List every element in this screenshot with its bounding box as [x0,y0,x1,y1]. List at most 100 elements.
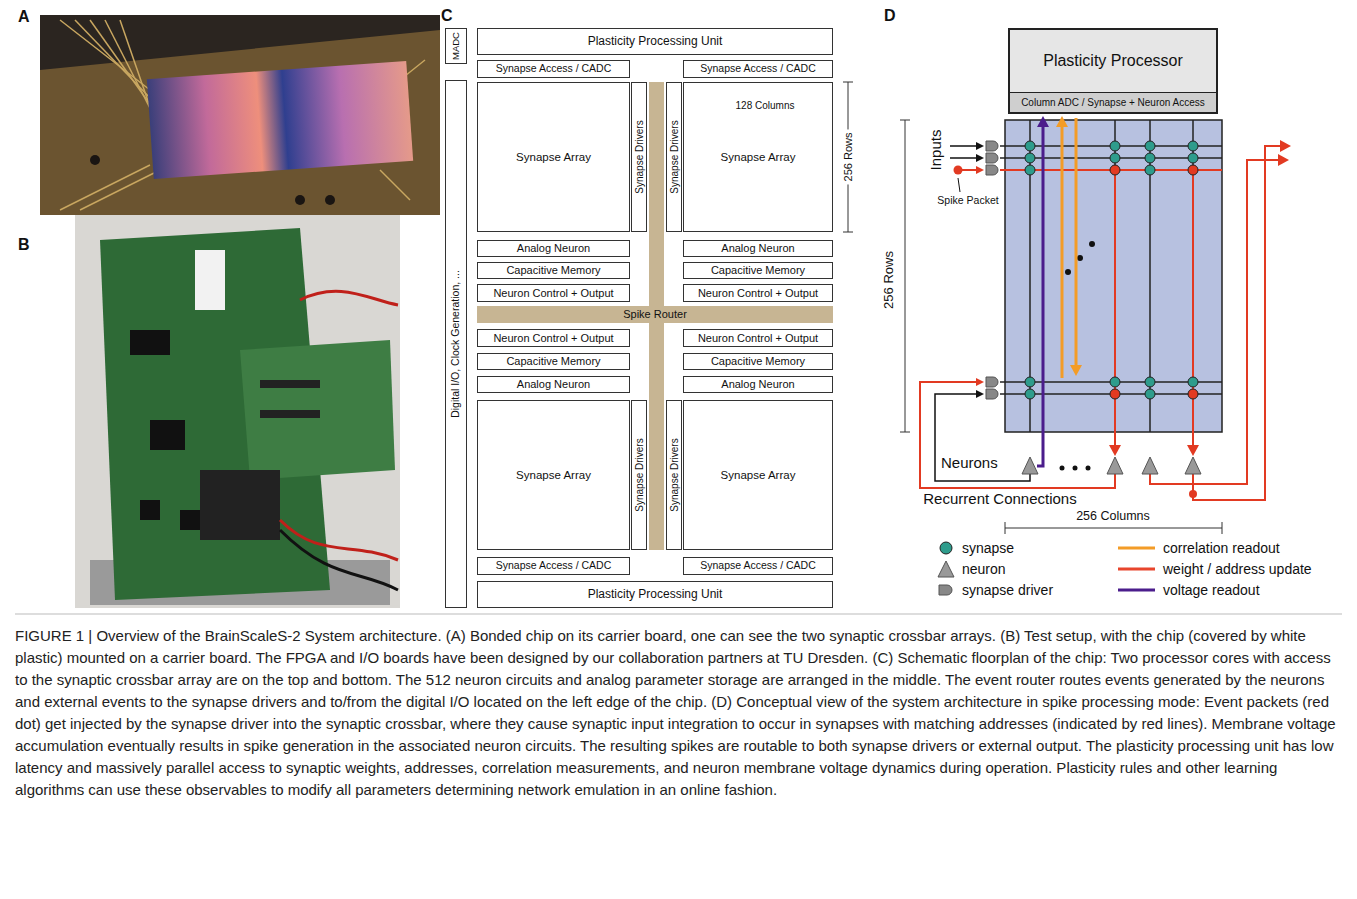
art-rect [260,380,320,388]
art-path [1037,126,1043,466]
panel-letter: A [18,8,30,26]
node-text: Synapse Access / CADC [496,560,612,572]
figure-caption: FIGURE 1 | Overview of the BrainScaleS-2… [15,625,1342,801]
art-line [1192,170,1194,446]
block-box: Neuron Control + Output [683,329,833,347]
art-g [1000,170,1222,446]
caption-rule [15,614,1342,615]
art-polygon [976,378,984,386]
art-line [1005,522,1006,534]
driver-box: Synapse Drivers [631,82,647,232]
photo-setup [75,215,400,608]
art-path [300,291,398,305]
art-circle [1145,153,1155,163]
art-circle [1145,389,1155,399]
art-circle [1110,141,1120,151]
art-line [843,232,853,233]
art-polygon [1070,365,1082,376]
art-g [935,146,1030,481]
block-box: Synapse Access / CADC [477,60,630,78]
art-g [986,141,998,399]
art-polygon [1185,457,1201,474]
block-box: Synapse Access / CADC [477,557,630,575]
access-strip: Column ADC / Synapse + Neuron Access [1010,92,1216,112]
node-text: Synapse Array [516,469,591,482]
node-text: MADC [451,32,461,60]
legend-text: correlation readout [1163,540,1280,556]
art-line [958,178,960,192]
art-circle [1189,490,1197,498]
art-g [1025,141,1198,399]
art-line [1005,528,1222,529]
art-circle [1110,153,1120,163]
annotation-label: Recurrent Connections [923,490,1076,507]
node-text: Analog Neuron [517,242,590,254]
node-text: Neuron Control + Output [493,287,613,299]
art-circle [1025,377,1035,387]
art-circle [1145,165,1155,175]
block-box: Synapse Access / CADC [683,557,833,575]
block-box: MADC [445,28,467,64]
art-line [1118,589,1155,592]
annotation-label: 256 Rows [882,251,897,309]
art-line [1118,568,1155,571]
processor-box: Plasticity Processing Unit [477,581,833,608]
panel-letter: C [441,7,453,25]
node-text: Synapse Access / CADC [496,63,612,75]
node-text: Capacitive Memory [506,264,600,276]
art-polygon [976,142,984,150]
art-polygon [1187,445,1199,456]
annotation-label: Inputs [927,130,944,171]
legend-text: neuron [962,561,1006,577]
art-polygon [1056,116,1068,127]
art-circle [1110,389,1120,399]
block-box: Capacitive Memory [477,262,630,279]
art-polygon [40,30,440,215]
art-rect [150,420,185,450]
art-g [1022,457,1201,474]
node-text: Synapse Array [721,151,796,164]
panel-letter: B [18,236,30,254]
node-text: Synapse Drivers [669,438,680,511]
driver-box: Synapse Drivers [666,82,682,232]
art-line [1114,170,1116,446]
art-circle [90,155,100,165]
router-band: Spike Router [477,306,833,323]
node-text: Synapse Drivers [634,120,645,193]
art-circle [1110,377,1120,387]
array-box: Synapse Array [683,400,833,550]
art-line [60,165,150,210]
annotation-label: 256 Columns [1076,509,1150,523]
io-box: Digital I/O, Clock Generation, ... [445,80,467,608]
art-line [950,145,977,147]
art-rect [75,215,400,608]
art-polygon [240,340,395,480]
driver-box: Synapse Drivers [666,400,682,550]
art-polygon [1107,457,1123,474]
block-box: Neuron Control + Output [477,329,630,347]
legend-text: synapse [962,540,1014,556]
node-text: Capacitive Memory [711,264,805,276]
node-text: Analog Neuron [517,378,590,390]
art-polygon [1022,457,1038,474]
art-line [380,170,410,200]
art-line [900,120,910,121]
art-polygon [976,154,984,162]
art-rect [147,61,413,179]
node-text: Neuron Control + Output [698,332,818,344]
art-g [1110,165,1198,399]
art-line [1222,522,1223,534]
art-circle [1025,153,1035,163]
art-path [935,394,1030,481]
annotation-label: 128 Columns [733,100,798,112]
art-circle [1025,165,1035,175]
art-rect [260,410,320,418]
art-line [1075,118,1078,366]
art-rect [40,15,440,215]
art-polygon [938,561,954,577]
art-polygon [1142,457,1158,474]
node-text: Synapse Access / CADC [700,560,816,572]
art-path [986,377,998,387]
block-box: Capacitive Memory [477,353,630,370]
crossbar-diagram [900,116,1291,534]
